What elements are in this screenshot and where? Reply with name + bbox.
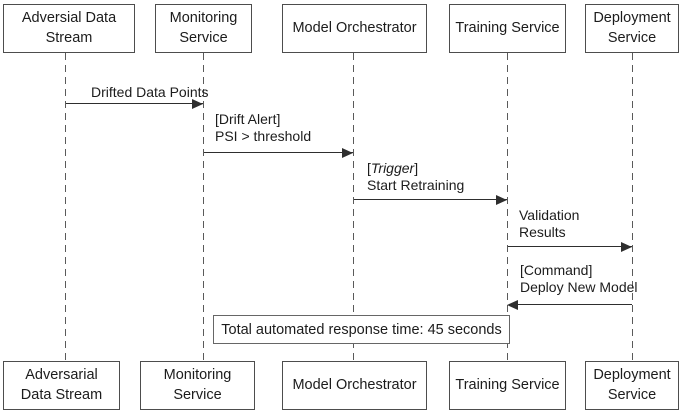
message-arrow-start-retraining xyxy=(354,199,507,200)
arrowhead-right-icon xyxy=(342,148,353,158)
participant-label: Adversarial Data Stream xyxy=(20,367,103,403)
participant-top-training-service: Training Service xyxy=(449,4,566,53)
lifeline-training-service xyxy=(507,53,509,361)
note-text: Total automated response time: 45 second… xyxy=(221,321,502,338)
message-arrow-drift-alert xyxy=(204,152,353,153)
arrowhead-right-icon xyxy=(496,195,507,205)
bracket: [ xyxy=(367,160,371,176)
message-arrow-deploy-new-model xyxy=(509,304,632,305)
participant-label: Adversial Data Stream xyxy=(21,10,117,46)
message-line: [Trigger] xyxy=(367,160,464,177)
message-label-drifted-data-points: Drifted Data Points xyxy=(91,84,209,101)
participant-bottom-model-orchestrator: Model Orchestrator xyxy=(282,361,427,410)
participant-top-adversarial-data-stream: Adversial Data Stream xyxy=(3,4,135,53)
participant-label: Training Service xyxy=(455,19,560,36)
participant-bottom-deployment-service: Deployment Service xyxy=(585,361,679,410)
message-label-trigger-start-retraining: [Trigger] Start Retraining xyxy=(367,160,464,194)
lifeline-adversarial-data-stream xyxy=(65,53,67,361)
message-line: Deploy New Model xyxy=(520,279,638,295)
participant-label: Deployment Service xyxy=(593,10,671,46)
note-total-response-time: Total automated response time: 45 second… xyxy=(213,315,510,344)
participant-bottom-training-service: Training Service xyxy=(449,361,566,410)
participant-label: Monitoring Service xyxy=(169,10,238,46)
message-label-drift-alert: [Drift Alert] PSI > threshold xyxy=(215,111,311,145)
lifeline-monitoring-service xyxy=(203,53,205,361)
participant-label: Model Orchestrator xyxy=(292,19,417,36)
message-line: PSI > threshold xyxy=(215,128,312,144)
message-line: Validation xyxy=(519,207,580,223)
message-label-deploy-new-model: [Command] Deploy New Model xyxy=(520,262,638,296)
message-arrow-validation-results xyxy=(508,246,632,247)
lifeline-deployment-service xyxy=(632,53,634,361)
arrowhead-right-icon xyxy=(621,242,632,252)
participant-bottom-adversarial-data-stream: Adversarial Data Stream xyxy=(3,361,120,410)
participant-bottom-monitoring-service: Monitoring Service xyxy=(140,361,255,410)
arrowhead-left-icon xyxy=(507,300,518,310)
participant-top-deployment-service: Deployment Service xyxy=(585,4,679,53)
message-line: Drifted Data Points xyxy=(91,84,209,100)
participant-label: Model Orchestrator xyxy=(292,376,417,393)
message-line: Start Retraining xyxy=(367,177,465,193)
message-line: Results xyxy=(519,224,566,240)
message-line: [Command] xyxy=(520,262,593,278)
participant-label: Training Service xyxy=(455,376,560,393)
participant-label: Monitoring Service xyxy=(163,367,232,403)
lifeline-model-orchestrator xyxy=(353,53,355,361)
participant-top-monitoring-service: Monitoring Service xyxy=(155,4,252,53)
message-label-validation-results: Validation Results xyxy=(519,207,579,241)
participant-label: Deployment Service xyxy=(593,367,671,403)
message-arrow-drifted-data-points xyxy=(66,103,203,104)
message-line: [Drift Alert] xyxy=(215,111,281,127)
bracket: ] xyxy=(414,160,419,176)
participant-top-model-orchestrator: Model Orchestrator xyxy=(282,4,427,53)
trigger-keyword: Trigger xyxy=(370,160,415,176)
arrowhead-right-icon xyxy=(192,99,203,109)
